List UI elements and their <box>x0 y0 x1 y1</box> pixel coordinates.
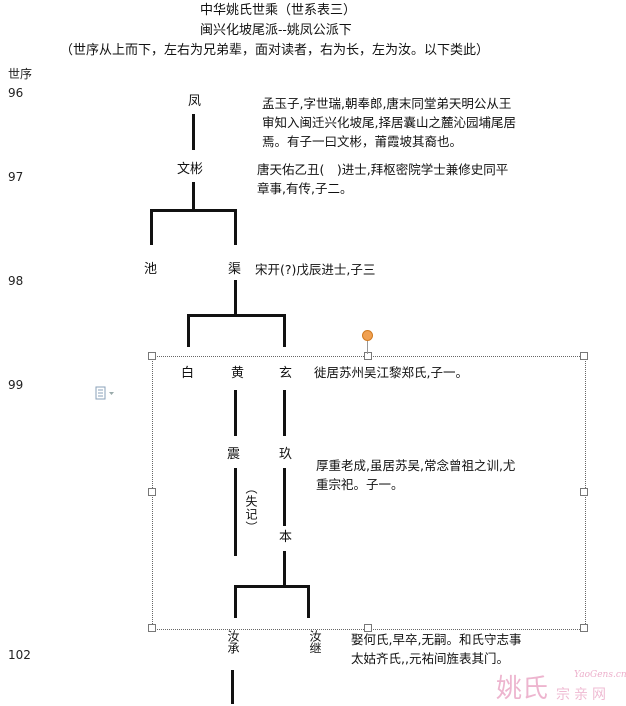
note-xuan: 徙居苏州吴江黎郑氏,子一。 <box>314 365 468 380</box>
watermark-suffix: 宗亲网 <box>556 687 610 703</box>
generation-98: 98 <box>8 274 24 288</box>
generation-99: 99 <box>8 378 24 392</box>
line-wenbin-down <box>192 182 195 211</box>
person-jiu: 玖 <box>279 447 293 462</box>
generation-label: 世序 <box>8 67 33 81</box>
note-ruji: 娶何氏,早卒,无嗣。和氏守志事 太姑齐氏,,元祐间旌表其门。 <box>351 632 522 666</box>
line-huang-down <box>234 390 237 436</box>
person-ruji: 汝继 <box>308 630 322 654</box>
watermark-site: YaoGens.cn <box>574 670 626 680</box>
generation-96: 96 <box>8 86 24 100</box>
line-rucheng-down <box>231 670 234 704</box>
person-zhen: 震 <box>227 447 241 462</box>
rotate-handle[interactable] <box>362 330 373 341</box>
note-feng: 孟玉子,字世瑞,朝奉郎,唐末同堂弟天明公从王 审知入闽迁兴化坡尾,择居囊山之麓沁… <box>262 96 516 149</box>
layout-options-icon[interactable] <box>95 385 117 400</box>
line-to-xuan <box>283 314 286 347</box>
person-wenbin: 文彬 <box>177 162 204 177</box>
generation-102: 102 <box>8 648 31 662</box>
person-xuan: 玄 <box>279 366 293 381</box>
title-line1: 中华姚氏世乘（世系表三） <box>200 3 357 18</box>
person-ben: 本 <box>279 530 293 545</box>
person-rucheng: 汝承 <box>226 630 240 654</box>
line-to-bai <box>187 314 190 347</box>
note-jiu: 厚重老成,虽居苏吴,常念曾祖之训,尤 重宗祀。子一。 <box>316 458 516 492</box>
line-to-rucheng <box>234 585 237 618</box>
person-chi: 池 <box>144 262 158 277</box>
person-shiji: （失记） <box>244 482 258 534</box>
resize-handle-br[interactable] <box>580 624 588 632</box>
title-line3: （世序从上而下，左右为兄弟辈，面对读者，右为长，左为汝。以下类此） <box>60 43 490 58</box>
resize-handle-tr[interactable] <box>580 352 588 360</box>
line-ben-branch <box>234 585 310 588</box>
resize-handle-bl[interactable] <box>148 624 156 632</box>
person-huang: 黄 <box>231 366 245 381</box>
resize-handle-bm[interactable] <box>364 624 372 632</box>
note-wenbin: 唐天佑乙丑( )进士,拜枢密院学士兼修史同平 章事,有传,子二。 <box>257 162 509 196</box>
line-feng-down <box>192 114 195 150</box>
rotate-handle-line <box>367 340 368 354</box>
line-to-chi <box>150 209 153 245</box>
generation-97: 97 <box>8 170 24 184</box>
line-wenbin-branch <box>150 209 237 212</box>
watermark-brand: 姚氏 <box>496 674 549 704</box>
line-zhen-down <box>234 468 237 556</box>
resize-handle-mr[interactable] <box>580 488 588 496</box>
person-bai: 白 <box>181 366 195 381</box>
line-qu-down <box>234 280 237 316</box>
person-feng: 凤 <box>188 94 202 109</box>
resize-handle-tl[interactable] <box>148 352 156 360</box>
line-xuan-down <box>283 390 286 436</box>
resize-handle-ml[interactable] <box>148 488 156 496</box>
line-to-qu <box>234 209 237 245</box>
line-ben-down <box>283 551 286 587</box>
note-qu: 宋开(?)戊辰进士,子三 <box>255 262 376 277</box>
title-line2: 闽兴化坡尾派--姚凤公派下 <box>200 23 352 38</box>
resize-handle-tm[interactable] <box>364 352 372 360</box>
person-qu: 渠 <box>228 262 242 277</box>
line-qu-branch <box>187 314 286 317</box>
line-to-ruji <box>307 585 310 618</box>
line-jiu-down <box>283 468 286 526</box>
